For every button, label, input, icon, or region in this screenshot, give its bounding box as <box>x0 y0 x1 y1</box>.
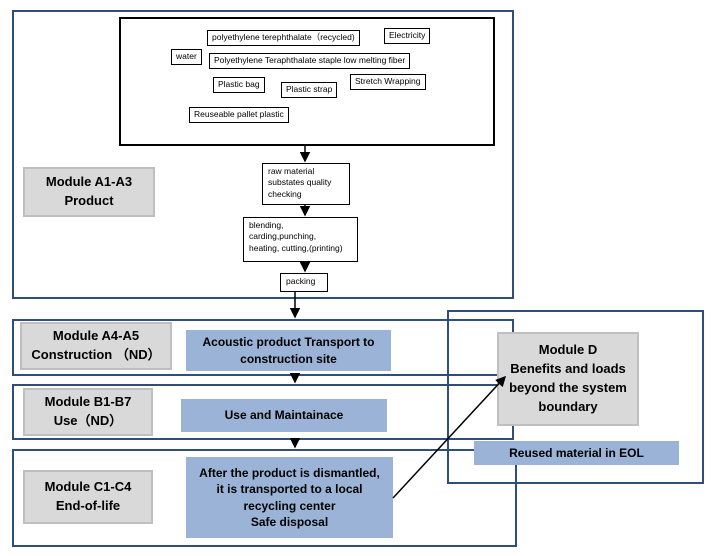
step-blending-line-1: blending, <box>249 220 284 230</box>
stage-transport-line-2: construction site <box>240 351 337 366</box>
step-raw-material-line-1: raw material <box>268 166 315 176</box>
module-d-title: Module D <box>538 342 598 358</box>
d-frame <box>447 310 704 484</box>
input-plastic-bag: Plastic bag <box>213 77 265 93</box>
input-plastic-strap: Plastic strap <box>281 82 338 98</box>
stage-transport: Acoustic product Transport to constructi… <box>186 330 391 371</box>
step-raw-material: raw material substates quality checking <box>262 163 350 205</box>
module-d: Module D Benefits and loads beyond the s… <box>497 332 639 426</box>
module-a1-a3-title: Module A1-A3 <box>45 174 133 190</box>
module-b1-b7-subtitle: Use（ND） <box>53 413 123 428</box>
module-a1-a3-subtitle: Product <box>64 193 114 208</box>
module-a4-a5: Module A4-A5 Construction （ND） <box>20 322 172 370</box>
module-d-line-4: boundary <box>538 398 598 414</box>
stage-eol-line-1: After the product is dismantled, <box>199 466 380 481</box>
stage-use: Use and Maintainace <box>181 399 387 432</box>
module-d-line-3: beyond the system <box>509 380 627 395</box>
step-packing: packing <box>280 273 328 292</box>
input-pallet: Reuseable pallet plastic <box>189 107 289 123</box>
module-c1-c4-subtitle: End-of-life <box>55 498 121 513</box>
step-blending-line-2: carding,punching, <box>249 231 317 242</box>
stage-reused: Reused material in EOL <box>474 441 679 465</box>
stage-eol-line-2: it is transported to a local <box>216 482 363 497</box>
stage-eol: After the product is dismantled, it is t… <box>186 457 393 538</box>
stage-eol-line-3: recycling center <box>243 498 336 513</box>
stage-transport-line-1: Acoustic product Transport to <box>202 335 375 350</box>
module-b1-b7-title: Module B1-B7 <box>44 394 132 410</box>
step-raw-material-line-2: substates quality <box>268 177 332 188</box>
input-pet-recycled: polyethylene terephthalate（recycled) <box>207 30 360 46</box>
input-pet-staple: Polyethylene Teraphthalate staple low me… <box>209 53 411 69</box>
module-a1-a3: Module A1-A3 Product <box>23 167 155 217</box>
module-b1-b7: Module B1-B7 Use（ND） <box>23 388 153 436</box>
input-stretch-wrapping: Stretch Wrapping <box>350 74 426 90</box>
module-c1-c4: Module C1-C4 End-of-life <box>23 470 153 524</box>
input-water: water <box>171 49 202 65</box>
arrow-eol-to-d <box>392 375 507 499</box>
step-raw-material-line-3: checking <box>268 188 302 199</box>
c1-c4-frame <box>12 449 517 547</box>
module-a4-a5-title: Module A4-A5 <box>52 328 140 344</box>
input-electricity: Electricity <box>384 28 431 44</box>
step-blending: blending, carding,punching, heating, cut… <box>243 217 358 262</box>
a1-a3-frame <box>12 10 514 299</box>
module-d-line-2: Benefits and loads <box>510 361 626 377</box>
stage-eol-line-4: Safe disposal <box>250 514 329 529</box>
module-c1-c4-title: Module C1-C4 <box>44 479 132 495</box>
module-a4-a5-subtitle: Construction （ND） <box>31 347 161 362</box>
step-blending-line-3: heating, cutting,(printing) <box>249 242 343 253</box>
